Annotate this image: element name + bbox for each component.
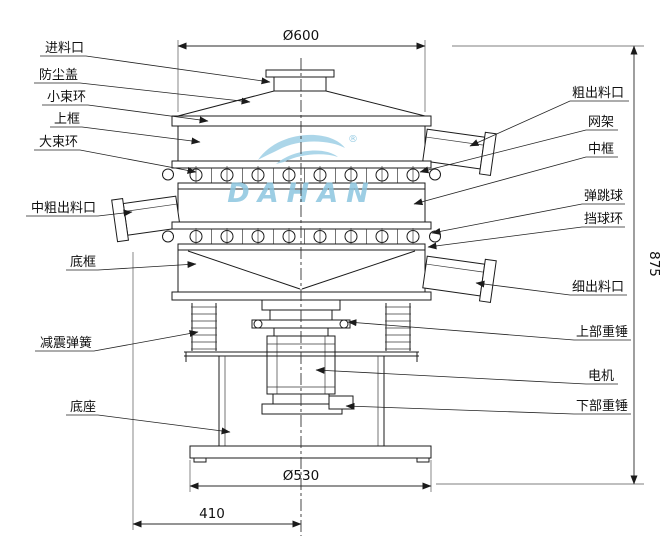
coarse-outlet	[422, 128, 497, 176]
label-fine-outlet: 细出料口	[572, 280, 624, 295]
dust-cover	[177, 90, 426, 117]
leader-damping-spring	[35, 330, 199, 352]
leader-mid-coarse-outlet	[26, 209, 133, 217]
leader-coarse-outlet	[469, 100, 629, 147]
mid-coarse-outlet	[111, 195, 181, 243]
dimension-offset-width: 410	[132, 252, 302, 530]
part-labels: 进料口 防尘盖 小束环 上框 大束环 中粗出料口 底框 减震弹簧 底座 粗出料口…	[31, 41, 628, 415]
label-upper-frame: 上框	[54, 112, 80, 127]
label-small-clamp-ring: 小束环	[47, 90, 86, 105]
leader-bottom-frame	[66, 261, 197, 271]
bottom-flange	[171, 291, 432, 301]
label-coarse-outlet: 粗出料口	[572, 86, 624, 101]
watermark-swoosh2-icon	[276, 150, 338, 164]
label-dust-cover: 防尘盖	[39, 67, 78, 83]
label-bouncing-ball: 弹跳球	[584, 189, 623, 204]
lower-weight	[261, 393, 354, 415]
dim-offset-width-value: 410	[199, 506, 225, 522]
dim-top-diameter-value: Ø600	[283, 28, 319, 44]
label-bottom-frame: 底框	[70, 254, 96, 270]
dimension-total-height: 875	[436, 45, 662, 485]
leader-screen-frame	[419, 129, 618, 174]
label-screen-frame: 网架	[588, 115, 614, 130]
leader-fine-outlet	[475, 280, 627, 296]
feed-inlet	[265, 69, 335, 92]
middle-frame	[177, 188, 426, 223]
label-lower-weight: 下部重锤	[576, 398, 628, 414]
dim-bottom-diameter-value: Ø530	[283, 468, 319, 484]
label-large-clamp-ring: 大束环	[39, 135, 78, 150]
dimension-top-diameter: Ø600	[177, 28, 426, 112]
damping-spring-left	[191, 303, 217, 351]
watermark-registered: ®	[348, 134, 358, 145]
leader-feed-inlet	[40, 55, 271, 85]
bottom-frame	[177, 249, 426, 293]
leader-dust-cover	[34, 82, 251, 105]
leader-machine-base	[66, 414, 231, 435]
damping-spring-right	[385, 303, 411, 351]
dimension-bottom-diameter: Ø530	[189, 460, 432, 492]
leader-upper-frame	[50, 126, 201, 145]
label-mid-coarse-outlet: 中粗出料口	[31, 201, 96, 216]
dim-total-height-value: 875	[646, 251, 662, 277]
leader-small-clamp-ring	[42, 104, 209, 124]
label-middle-frame: 中框	[588, 142, 614, 157]
label-damping-spring: 减震弹簧	[40, 335, 92, 351]
label-motor: 电机	[588, 369, 614, 384]
screen-deck-lower	[162, 221, 441, 251]
fine-outlet	[422, 255, 497, 303]
leader-ball-stop-ring	[427, 226, 625, 250]
leader-upper-weight	[347, 319, 631, 341]
small-clamp-ring	[171, 115, 432, 127]
screen-deck-upper	[162, 160, 441, 190]
watermark-swoosh-icon	[258, 134, 345, 160]
leader-lower-weight	[345, 402, 631, 415]
label-ball-stop-ring: 挡球环	[584, 212, 623, 227]
leader-bouncing-ball	[431, 203, 625, 235]
label-upper-weight: 上部重锤	[576, 324, 628, 340]
motor	[266, 335, 336, 395]
leader-middle-frame	[413, 156, 618, 206]
leader-large-clamp-ring	[34, 149, 197, 174]
watermark-brand: DAHAN	[227, 178, 376, 209]
label-feed-inlet: 进料口	[45, 41, 84, 56]
leader-motor	[315, 366, 618, 385]
leader-lines	[26, 55, 631, 435]
watermark: ® DAHAN	[227, 134, 376, 209]
label-machine-base: 底座	[70, 399, 96, 415]
machine-base	[184, 351, 432, 463]
